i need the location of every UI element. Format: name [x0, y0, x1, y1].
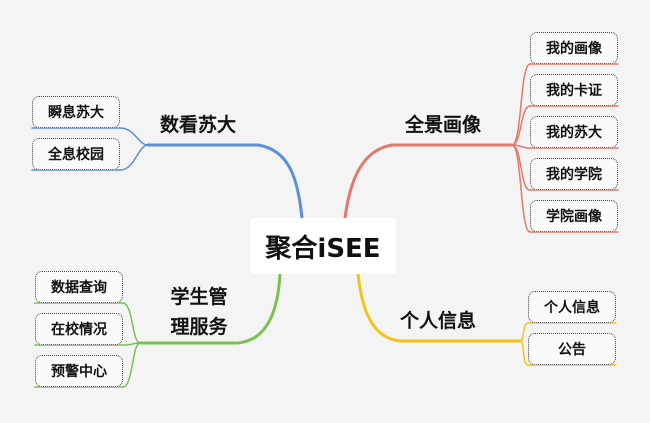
- branch-panorama: 全景画像: [405, 114, 482, 136]
- link-red-1: [511, 63, 531, 146]
- leaf-data-query: 数据查询: [35, 271, 123, 303]
- link-yellow-1: [519, 322, 529, 342]
- branch-label-line-1: 学生管: [170, 286, 228, 308]
- branch-label-line-2: 理服务: [170, 316, 228, 338]
- leaf-my-college: 我的学院: [530, 158, 618, 190]
- link-blue-1: [119, 127, 149, 146]
- branch-data-view: 数看苏大: [160, 114, 237, 136]
- trunk-red: [343, 143, 514, 220]
- leaf-college-portrait: 学院画像: [530, 200, 618, 232]
- link-red-2: [511, 105, 531, 146]
- link-blue-2: [119, 144, 149, 171]
- leaf-my-portrait: 我的画像: [530, 32, 618, 64]
- trunk-blue: [146, 143, 304, 220]
- leaf-campus-status: 在校情况: [35, 313, 123, 345]
- link-red-5: [511, 144, 531, 233]
- trunk-yellow: [356, 272, 522, 343]
- trunk-green: [138, 272, 282, 345]
- branch-personal-info: 个人信息: [400, 310, 477, 332]
- leaf-warning-center: 预警中心: [35, 355, 123, 387]
- link-yellow-2: [519, 340, 529, 366]
- leaf-announcement: 公告: [528, 333, 616, 365]
- leaf-instant-suda: 瞬息苏大: [32, 96, 120, 128]
- leaf-holo-campus: 全息校园: [32, 138, 120, 170]
- link-green-1: [122, 302, 141, 344]
- leaf-personal-info: 个人信息: [528, 291, 616, 323]
- leaf-my-suda: 我的苏大: [530, 116, 618, 148]
- central-topic: 聚合iSEE: [250, 218, 396, 274]
- leaf-my-card: 我的卡证: [530, 74, 618, 106]
- link-green-3: [122, 342, 141, 388]
- branch-student-services: 学生管 理服务: [160, 282, 238, 342]
